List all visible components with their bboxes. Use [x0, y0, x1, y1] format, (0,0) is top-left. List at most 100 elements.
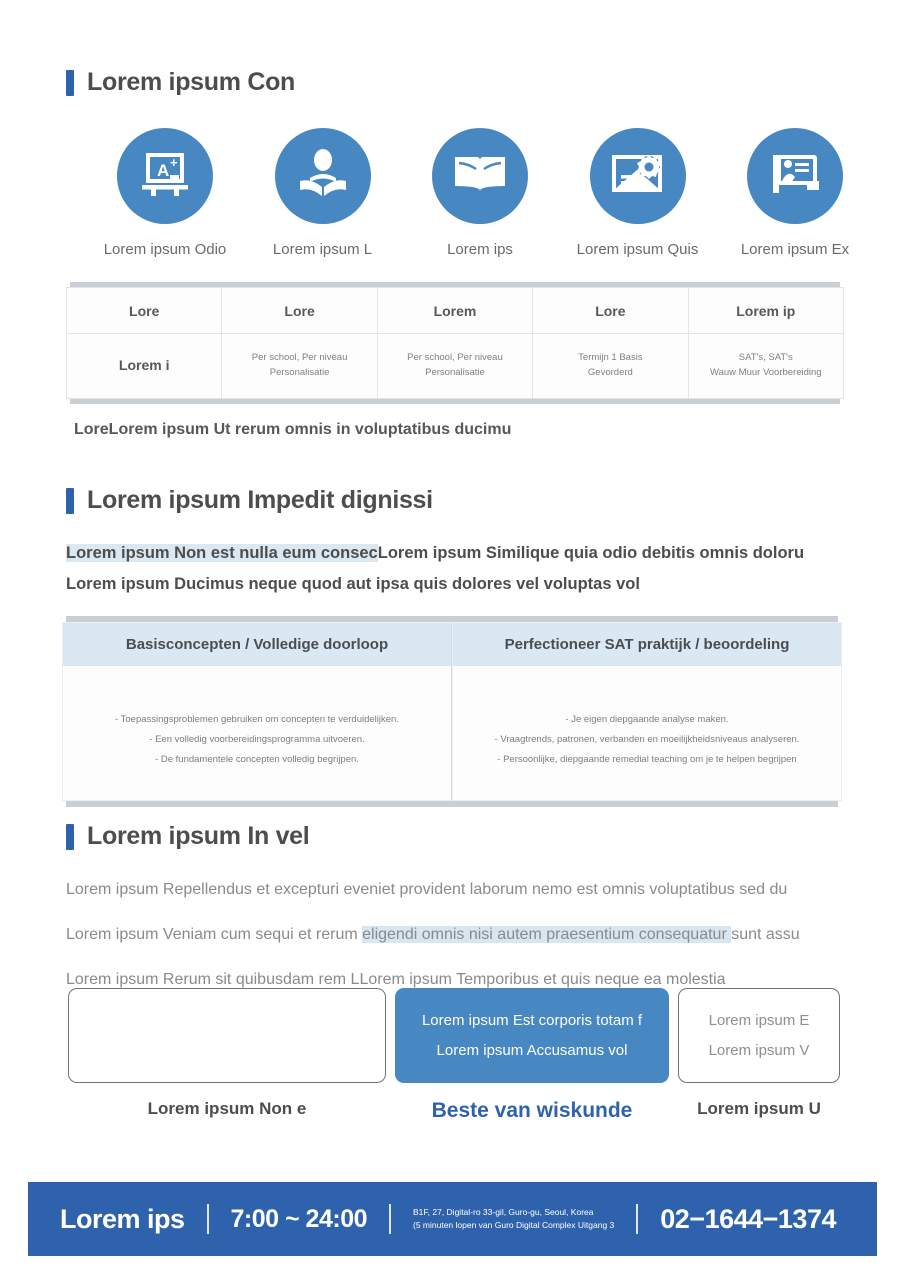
footer-divider — [206, 1204, 209, 1234]
table-top-rule — [70, 282, 840, 287]
table-cell: SAT's, SAT's Wauw Muur Voorbereiding — [687, 333, 845, 399]
footer-telephone: 02−1644−1374 — [660, 1203, 836, 1234]
table-header-cell: Lore — [221, 287, 378, 334]
feature-label: Lorem ipsum Quis — [576, 241, 699, 258]
comparison-table: Lore Lore Lorem Lore Lorem ip Lorem i Pe… — [65, 287, 845, 399]
compare-bullet: - Vraagtrends, patronen, verbanden en mo… — [494, 733, 800, 745]
paragraph-1: Lorem ipsum Repellendus et excepturi eve… — [66, 881, 788, 898]
plan-card-line: Lorem ipsum E — [708, 1012, 810, 1029]
heading-accent-bar — [66, 69, 74, 96]
feature-label: Lorem ips — [447, 241, 513, 258]
plan-card-caption: Lorem ipsum Non e — [147, 1099, 307, 1118]
compare-column-0: Basisconcepten / Volledige doorloop - To… — [62, 622, 452, 801]
footer-hours: 7:00 ~ 24:00 — [230, 1204, 368, 1233]
comparison-table-wrap: Lore Lore Lorem Lore Lorem ip Lorem i Pe… — [65, 282, 845, 439]
paragraph-3: Lorem ipsum Rerum sit quibusdam rem LLor… — [66, 970, 726, 988]
feature-item-3[interactable]: Lorem ipsum Quis — [563, 128, 713, 258]
open-book-icon — [451, 149, 509, 204]
section-two-title: Lorem ipsum Impedit dignissi — [87, 486, 433, 514]
feature-item-0[interactable]: A + Lorem ipsum Odio — [90, 128, 240, 258]
table-bottom-rule — [70, 399, 840, 404]
feature-label: Lorem ipsum Odio — [103, 241, 227, 258]
footer-address-line-2: (5 minuten lopen van Guro Digital Comple… — [413, 1220, 615, 1230]
compare-bullet: - De fundamentele concepten volledig beg… — [155, 753, 359, 765]
feature-icon-circle: A + — [117, 128, 213, 224]
footer-address-line-1: B1F, 27, Digital-ro 33-gil, Guro-gu, Seo… — [413, 1207, 594, 1218]
section-one-heading: Lorem ipsum Con — [66, 68, 846, 97]
compare-column-1: Perfectioneer SAT praktijk / beoordeling… — [452, 622, 842, 801]
plan-card-1[interactable]: Lorem ipsum Est corporis totam f Lorem i… — [395, 988, 669, 1123]
plan-card-caption: Beste van wiskunde — [431, 1099, 633, 1122]
feature-item-4[interactable]: Lorem ipsum Ex — [720, 128, 870, 258]
plan-card-0[interactable]: Lorem ipsum Non e — [68, 988, 386, 1119]
table-cell: Per school, Per niveau Personalisatie — [376, 333, 534, 399]
paragraph-2-post: sunt assu — [731, 925, 800, 943]
feature-icon-circle — [747, 128, 843, 224]
feature-item-1[interactable]: Lorem ipsum L — [248, 128, 398, 258]
compare-column-header: Perfectioneer SAT praktijk / beoordeling — [453, 623, 841, 666]
compare-bullet: - Persoonlijke, diepgaande remedial teac… — [497, 753, 797, 765]
table-cell: Per school, Per niveau Personalisatie — [221, 333, 378, 399]
heading-accent-bar — [66, 823, 74, 850]
table-header-cell: Lore — [65, 287, 223, 334]
highlighted-phrase: eligendi omnis nisi autem praesentium co… — [362, 925, 732, 943]
plan-card-body[interactable]: Lorem ipsum E Lorem ipsum V — [678, 988, 840, 1083]
feature-icon-circle — [274, 128, 371, 224]
compare-bottom-rule — [66, 800, 838, 807]
table-header-cell: Lorem ip — [687, 287, 845, 334]
table-header-row: Lore Lore Lorem Lore Lorem ip — [65, 287, 845, 334]
compare-column-body: - Je eigen diepgaande analyse maken. - V… — [453, 666, 841, 800]
section-two: Lorem ipsum Impedit dignissi — [66, 486, 846, 515]
whiteboard-a-plus-icon: A + — [137, 149, 193, 204]
paragraph-line-2: Lorem ipsum Ducimus neque quod aut ipsa … — [66, 575, 640, 594]
plan-card-body[interactable]: Lorem ipsum Est corporis totam f Lorem i… — [395, 988, 669, 1083]
feature-label: Lorem ipsum L — [272, 241, 373, 258]
footer-divider — [636, 1204, 639, 1234]
paragraph-2: Lorem ipsum Veniam cum sequi et rerum el… — [66, 913, 866, 958]
compare-bullet: - Je eigen diepgaande analyse maken. — [565, 714, 729, 725]
table-header-cell: Lore — [532, 287, 689, 334]
plan-card-body[interactable] — [68, 988, 386, 1083]
plan-card-caption: Lorem ipsum U — [697, 1099, 821, 1118]
table-cell: Lorem i — [65, 333, 223, 399]
certificate-gear-icon — [609, 150, 667, 203]
plan-card-row: Lorem ipsum Non e Lorem ipsum Est corpor… — [68, 988, 840, 1123]
section-three-heading: Lorem ipsum In vel — [66, 822, 846, 851]
feature-icon-row: A + Lorem ipsum Odio — [66, 128, 894, 258]
plan-card-line: Lorem ipsum Est corporis totam f — [421, 1012, 643, 1029]
footer-bar: Lorem ips 7:00 ~ 24:00 B1F, 27, Digital-… — [28, 1182, 877, 1256]
section-one: Lorem ipsum Con — [66, 68, 846, 97]
section-two-paragraph: Lorem ipsum Non est nulla eum consecLore… — [66, 538, 856, 601]
feature-icon-circle — [432, 128, 528, 224]
highlighted-phrase: Lorem ipsum Non est nulla eum consec — [66, 544, 378, 562]
feature-item-2[interactable]: Lorem ips — [405, 128, 555, 258]
plan-card-2[interactable]: Lorem ipsum E Lorem ipsum V Lorem ipsum … — [678, 988, 840, 1119]
section-two-heading: Lorem ipsum Impedit dignissi — [66, 486, 846, 515]
footer-divider — [389, 1204, 391, 1234]
feature-label: Lorem ipsum Ex — [740, 241, 850, 258]
section-three-paragraphs: Lorem ipsum Repellendus et excepturi eve… — [66, 868, 866, 1002]
paragraph-2-pre: Lorem ipsum Veniam cum sequi et rerum — [66, 925, 363, 943]
table-cell: Termijn 1 Basis Gevorderd — [532, 333, 689, 399]
compare-column-body: - Toepassingsproblemen gebruiken om conc… — [63, 666, 451, 800]
compare-column-header: Basisconcepten / Volledige doorloop — [63, 623, 451, 666]
table-caption: LoreLorem ipsum Ut rerum omnis in volupt… — [74, 421, 512, 438]
table-header-cell: Lorem — [376, 287, 534, 334]
feature-icon-circle — [589, 128, 686, 224]
paragraph-rest: Lorem ipsum Similique quia odio debitis … — [377, 544, 805, 562]
section-three: Lorem ipsum In vel — [66, 822, 846, 851]
footer-address: B1F, 27, Digital-ro 33-gil, Guro-gu, Seo… — [413, 1206, 614, 1232]
compare-bullet: - Een volledig voorbereidingsprogramma u… — [149, 733, 365, 745]
plan-card-line: Lorem ipsum Accusamus vol — [436, 1042, 628, 1059]
footer-brand: Lorem ips — [60, 1203, 185, 1234]
compare-bullet: - Toepassingsproblemen gebruiken om conc… — [115, 714, 399, 725]
person-reading-book-icon — [295, 148, 351, 205]
svg-text:A: A — [157, 161, 169, 180]
table-row: Lorem i Per school, Per niveau Personali… — [65, 333, 845, 399]
compare-columns: Basisconcepten / Volledige doorloop - To… — [62, 622, 842, 801]
section-one-title: Lorem ipsum Con — [87, 68, 296, 96]
compare-block: Basisconcepten / Volledige doorloop - To… — [62, 616, 842, 807]
presenter-board-icon — [767, 150, 823, 203]
compare-top-rule — [66, 616, 838, 622]
